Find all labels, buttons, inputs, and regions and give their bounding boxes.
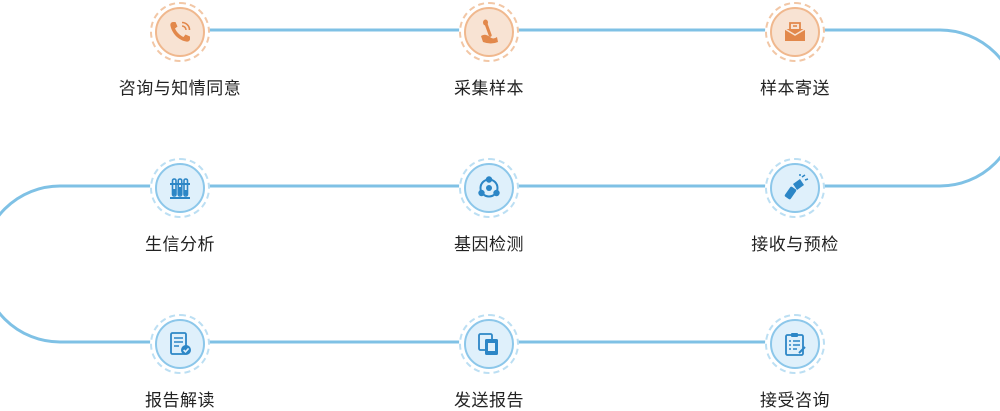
step-label: 咨询与知情同意: [118, 79, 242, 99]
step-receive-consultation: 接受咨询: [715, 314, 875, 411]
step-label: 发送报告: [454, 391, 524, 411]
step-label: 接收与预检: [751, 235, 839, 255]
swab-icon: [481, 19, 498, 44]
step-label: 采集样本: [454, 79, 524, 99]
step-genetic-testing: 基因检测: [409, 158, 569, 255]
step-badge: [459, 2, 519, 62]
step-badge: [150, 2, 210, 62]
report-check-icon: [170, 332, 191, 355]
step-label: 报告解读: [145, 391, 215, 411]
step-badge: [150, 158, 210, 218]
test-tubes-icon: [170, 178, 190, 199]
step-report-interpretation: 报告解读: [100, 314, 260, 411]
package-icon: [784, 22, 806, 41]
step-label: 接受咨询: [760, 391, 830, 411]
step-receipt-precheck: 接收与预检: [715, 158, 875, 255]
step-badge: [765, 2, 825, 62]
step-badge: [765, 158, 825, 218]
step-badge: [459, 314, 519, 374]
step-consultation-consent: 咨询与知情同意: [100, 2, 260, 99]
phone-icon: [170, 21, 191, 42]
documents-icon: [478, 333, 498, 355]
step-send-report: 发送报告: [409, 314, 569, 411]
step-sample-shipping: 样本寄送: [715, 2, 875, 99]
step-bioinformatics: 生信分析: [100, 158, 260, 255]
clipboard-icon: [785, 333, 806, 356]
step-badge: [150, 314, 210, 374]
flashlight-icon: [784, 174, 809, 200]
step-badge: [765, 314, 825, 374]
step-label: 样本寄送: [760, 79, 830, 99]
step-sample-collection: 采集样本: [409, 2, 569, 99]
cycle-icon: [478, 176, 500, 198]
step-badge: [459, 158, 519, 218]
step-label: 生信分析: [145, 235, 215, 255]
step-label: 基因检测: [454, 235, 524, 255]
